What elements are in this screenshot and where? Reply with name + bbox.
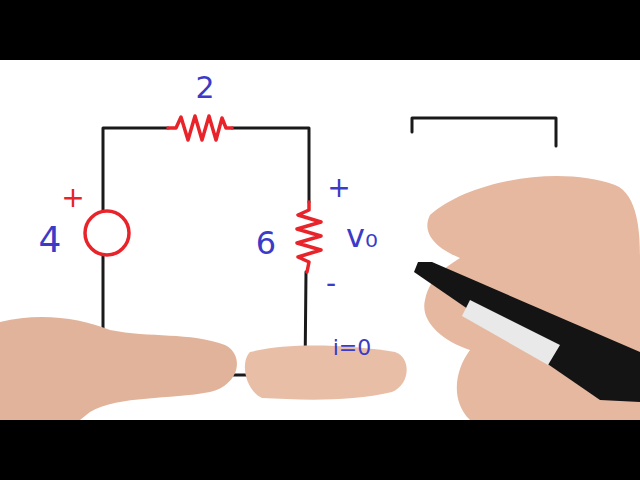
marker-label xyxy=(462,300,560,365)
current-label: i=0 xyxy=(333,337,372,359)
polarity-mark: + xyxy=(61,184,84,212)
wire xyxy=(102,256,105,335)
polarity-mark: + xyxy=(327,174,350,202)
letterbox-bar xyxy=(0,0,640,60)
left-hand xyxy=(0,317,237,420)
polarity-mark: - xyxy=(326,270,336,298)
source-value: 4 xyxy=(39,222,62,258)
wire xyxy=(232,128,309,202)
resistor-symbol xyxy=(168,116,232,140)
thumb xyxy=(245,346,407,400)
resistance-value: 2 xyxy=(195,73,214,103)
bracket-wire xyxy=(412,118,556,146)
marker-pen xyxy=(414,262,640,402)
resistor-symbol xyxy=(297,202,321,272)
letterbox-bar xyxy=(0,420,640,480)
paper xyxy=(0,60,640,420)
resistance-value: 6 xyxy=(256,227,276,259)
wire xyxy=(103,128,168,211)
voltage-source-symbol xyxy=(85,211,129,255)
voltage-label: v₀ xyxy=(346,220,378,252)
